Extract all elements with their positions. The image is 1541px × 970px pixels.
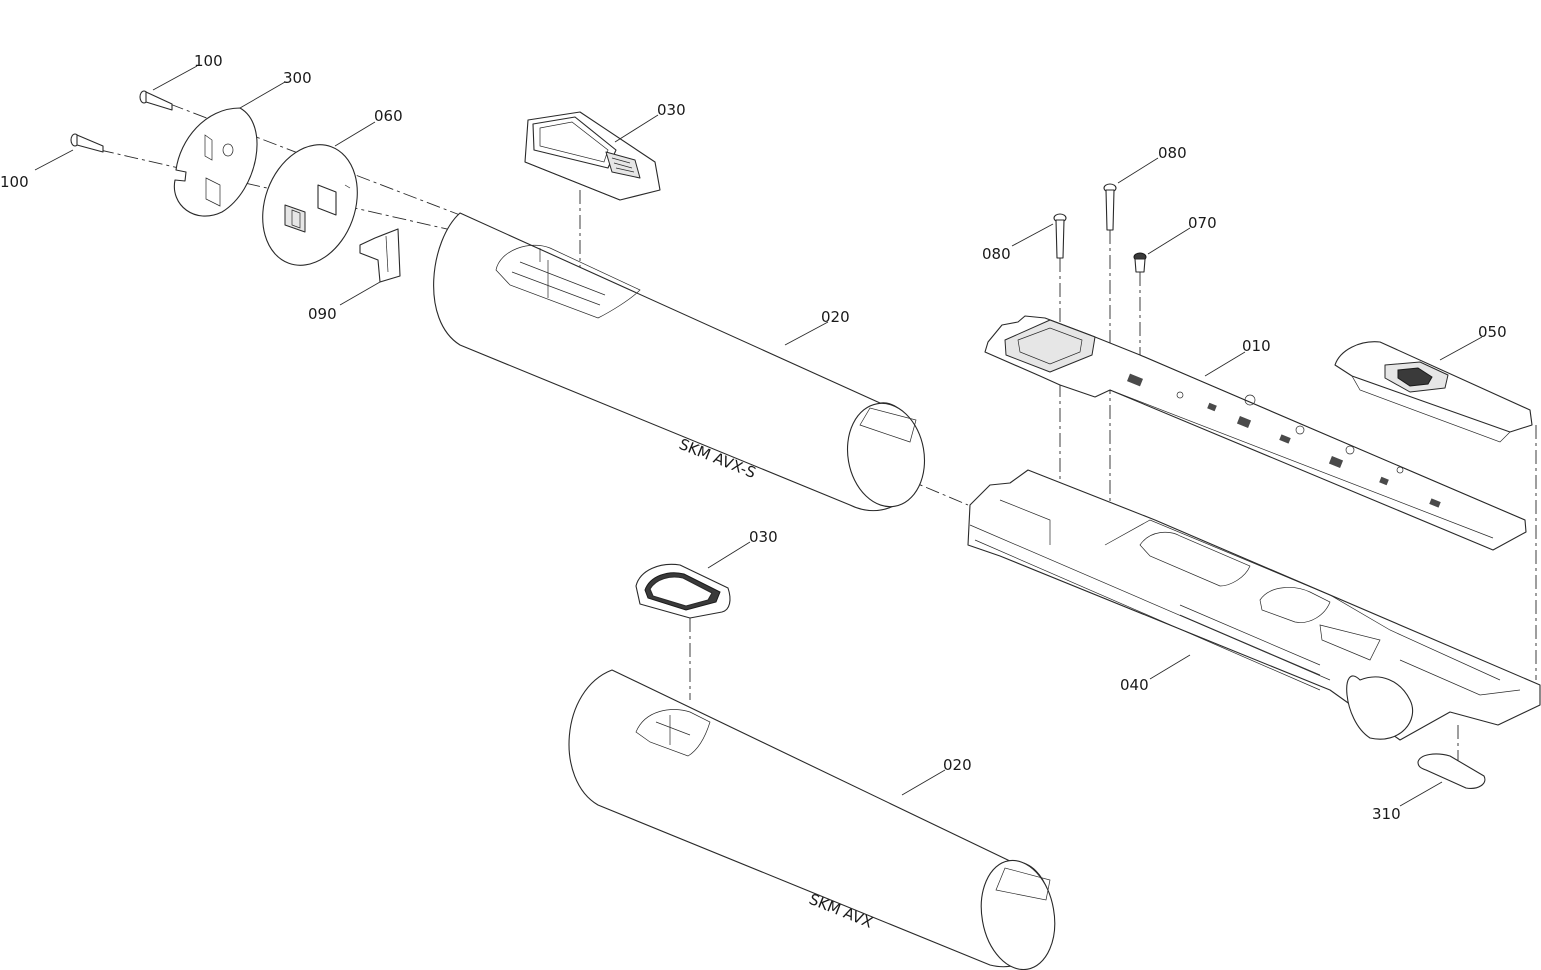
callout-labels: 100 100 300 060 090 030 020 030 020 080 … bbox=[0, 52, 1507, 823]
callout-020-lower: 020 bbox=[943, 756, 972, 774]
button-030-lower bbox=[635, 563, 731, 619]
screw-080-left bbox=[1053, 213, 1067, 259]
leader-lines bbox=[34, 65, 1483, 807]
screw-100-lower bbox=[70, 133, 104, 153]
sleeve-020-upper bbox=[433, 212, 926, 512]
cover-050 bbox=[1334, 341, 1533, 443]
callout-100-upper: 100 bbox=[194, 52, 223, 70]
callout-090: 090 bbox=[308, 305, 337, 323]
screw-100-upper bbox=[139, 90, 173, 111]
screw-080-right bbox=[1103, 183, 1117, 231]
callout-030-upper: 030 bbox=[657, 101, 686, 119]
sleeve-020-lower bbox=[568, 669, 1056, 970]
callout-060: 060 bbox=[374, 107, 403, 125]
button-030-upper bbox=[524, 111, 661, 201]
callout-070: 070 bbox=[1188, 214, 1217, 232]
callout-300: 300 bbox=[283, 69, 312, 87]
housing-040 bbox=[967, 469, 1541, 741]
callout-100-lower: 100 bbox=[0, 173, 29, 191]
callout-310: 310 bbox=[1372, 805, 1401, 823]
callout-040: 040 bbox=[1120, 676, 1149, 694]
callout-050: 050 bbox=[1478, 323, 1507, 341]
disc-060 bbox=[262, 144, 358, 266]
plate-300 bbox=[173, 107, 258, 217]
screw-070 bbox=[1133, 252, 1147, 273]
callout-020-upper: 020 bbox=[821, 308, 850, 326]
callout-080-left: 080 bbox=[982, 245, 1011, 263]
callout-010: 010 bbox=[1242, 337, 1271, 355]
clip-090 bbox=[359, 228, 401, 283]
pcb-010 bbox=[984, 315, 1527, 551]
callout-030-lower: 030 bbox=[749, 528, 778, 546]
callout-080-right: 080 bbox=[1158, 144, 1187, 162]
pad-310 bbox=[1417, 753, 1486, 789]
